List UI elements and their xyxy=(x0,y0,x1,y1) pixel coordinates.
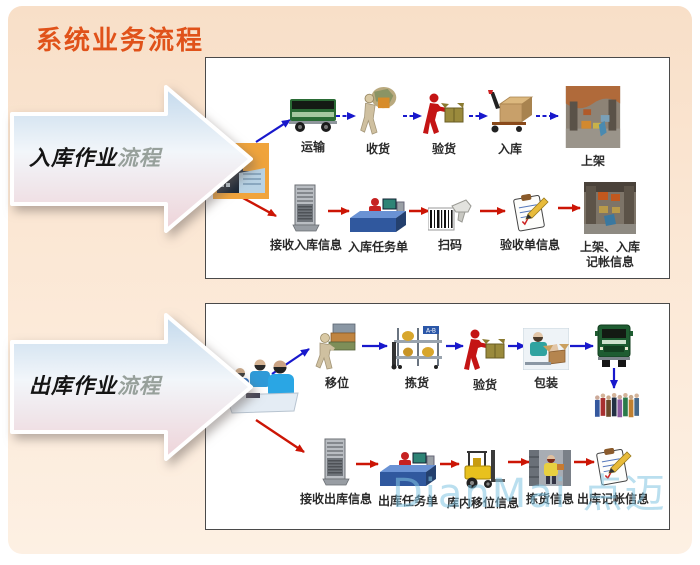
step-warehouse-relocation-info: 库内移位信息 xyxy=(447,446,519,511)
receiving-worker-icon xyxy=(360,86,397,135)
step-receive-inbound-info: 接收入库信息 xyxy=(270,184,342,253)
step-label: 扫码 xyxy=(437,238,462,252)
step-label: 入库任务单 xyxy=(347,240,409,254)
outbound-flow-panel: 移位 A-B 拣货 验货 xyxy=(205,303,670,530)
step-label: 收货 xyxy=(365,142,390,156)
step-relocate: 移位 xyxy=(315,322,359,391)
server-tower-icon xyxy=(322,438,350,486)
outbound-banner-label: 出库作业流程 xyxy=(29,374,161,398)
step-inspect-outbound: 验货 xyxy=(464,328,506,393)
step-outbound-accounting-info: 出库记帐信息 xyxy=(577,448,649,507)
step-scan-code: 扫码 xyxy=(428,198,472,253)
rack-sign-text: A-B xyxy=(426,328,436,335)
step-picking-info: 拣货信息 xyxy=(526,450,574,507)
clipboard-icon xyxy=(513,194,549,232)
step-label: 接收出库信息 xyxy=(299,492,373,506)
big-arrow-shape xyxy=(10,85,253,233)
step-label: 出库记帐信息 xyxy=(576,492,650,506)
step-label: 上架 xyxy=(580,154,605,168)
step-label: 出库任务单 xyxy=(377,494,439,508)
big-arrow-shape xyxy=(10,313,253,461)
inspector-icon xyxy=(423,93,464,134)
step-shelving: 上架 xyxy=(565,86,621,169)
step-label: 包装 xyxy=(533,376,558,390)
step-receive-outbound-info: 接收出库信息 xyxy=(300,438,372,507)
picking-photo-icon xyxy=(528,450,571,486)
step-label: 拣货信息 xyxy=(525,492,575,506)
barcode-scanner-icon xyxy=(428,199,472,231)
inbound-banner-label: 入库作业流程 xyxy=(29,146,161,170)
step-label: 接收入库信息 xyxy=(269,238,343,252)
step-shelving-accounting-info: 上架、入库记帐信息 xyxy=(577,182,643,270)
step-receive-goods: 收货 xyxy=(358,86,398,157)
watermark-text: DianMai 点迈 xyxy=(392,471,667,517)
workstation-icon xyxy=(349,198,406,232)
outbound-banner-arrow: 出库作业流程 xyxy=(8,312,256,462)
inspector-icon xyxy=(464,329,505,370)
inbound-banner-arrow: 入库作业流程 xyxy=(8,84,256,234)
step-label: 验货 xyxy=(472,378,497,392)
step-label: 库内移位信息 xyxy=(446,496,520,510)
workstation-icon xyxy=(379,452,436,486)
mover-icon xyxy=(315,323,356,370)
step-meeting-source xyxy=(222,351,302,417)
truck-front-icon xyxy=(595,324,633,367)
step-dispatch-truck xyxy=(595,324,633,368)
step-inspect-goods: 验货 xyxy=(423,92,465,157)
delivery-truck-icon xyxy=(289,99,337,132)
page-title: 系统业务流程 xyxy=(36,26,205,56)
meeting-people-icon xyxy=(225,359,299,414)
pallet-jack-icon xyxy=(488,90,534,133)
warehouse-photo-icon xyxy=(565,86,621,148)
forklift-icon xyxy=(464,450,505,489)
step-label: 拣货 xyxy=(404,376,429,390)
shelf-rack-icon: A-B xyxy=(391,326,442,370)
server-tower-icon xyxy=(292,184,320,232)
step-put-in-storage: 入库 xyxy=(486,90,534,157)
step-label: 验收单信息 xyxy=(499,238,561,252)
crowd-icon xyxy=(594,392,640,418)
step-customers-crowd xyxy=(591,391,643,421)
step-label: 验货 xyxy=(431,142,456,156)
step-transport: 运输 xyxy=(289,96,337,155)
step-label: 移位 xyxy=(324,376,349,390)
outbound-arrows xyxy=(255,342,618,468)
step-packing: 包装 xyxy=(523,328,569,391)
step-label: 上架、入库记帐信息 xyxy=(579,240,640,269)
step-inbound-task-order: 入库任务单 xyxy=(348,196,408,255)
step-label: 运输 xyxy=(300,140,325,154)
step-picking: A-B 拣货 xyxy=(390,324,444,391)
step-outbound-task-order: 出库任务单 xyxy=(378,450,438,509)
packer-icon xyxy=(523,328,569,370)
clipboard-icon xyxy=(596,448,632,486)
step-acceptance-slip-info: 验收单信息 xyxy=(500,194,560,253)
step-label: 入库 xyxy=(497,142,522,156)
warehouse-photo-icon xyxy=(584,182,636,234)
inbound-flow-panel: 运输 收货 验货 xyxy=(205,57,670,279)
